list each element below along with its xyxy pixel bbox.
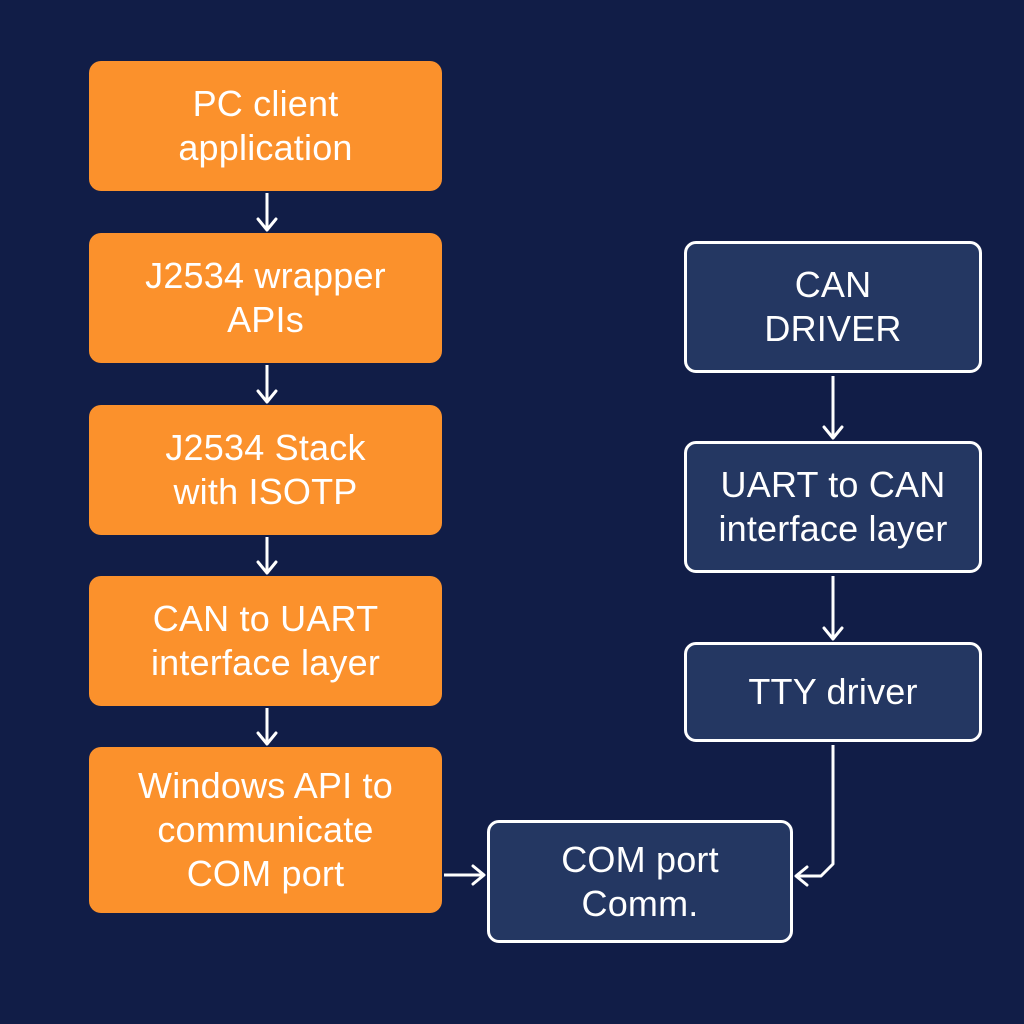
node-label-line: communicate [157,809,374,850]
arrowhead-icon [256,731,278,746]
edge-can-driver-to-uart-to-can-interface-layer [822,376,844,440]
node-label-line: CAN [794,264,872,305]
node-pc-client-application: PC client application [89,61,442,191]
edge-tty-driver-to-com-port-comm [794,745,835,887]
node-j2534-wrapper-apis: J2534 wrapper APIs [89,233,442,363]
node-label-line: CAN to UART [152,598,379,639]
node-label-line: PC client [192,83,339,124]
node-com-port-comm: COM port Comm. [487,820,793,943]
node-label-line: J2534 wrapper [145,255,386,296]
edge-can-to-uart-interface-layer-to-windows-api-com-port [256,708,278,746]
arrowhead-icon [256,389,278,404]
arrowhead-icon [471,864,486,886]
node-label-line: TTY driver [748,671,918,712]
connector-line [796,745,835,878]
node-label-line: Windows API to [138,765,393,806]
edge-j2534-wrapper-apis-to-j2534-stack-with-isotp [256,365,278,404]
node-uart-to-can-interface-layer: UART to CAN interface layer [684,441,982,573]
edge-uart-to-can-interface-layer-to-tty-driver [822,576,844,641]
node-j2534-stack-with-isotp: J2534 Stack with ISOTP [89,405,442,535]
node-label-line: J2534 Stack [165,427,366,468]
node-label-line: interface layer [718,508,948,549]
arrowhead-icon [822,425,844,440]
node-windows-api-com-port: Windows API to communicate COM port [89,747,442,913]
node-can-to-uart-interface-layer: CAN to UART interface layer [89,576,442,706]
node-label-line: COM port [186,853,345,894]
node-tty-driver: TTY driver [684,642,982,742]
node-can-driver: CAN DRIVER [684,241,982,373]
node-label-line: with ISOTP [173,471,358,512]
arrowhead-icon [256,560,278,575]
node-label-line: COM port [561,838,719,880]
node-label-line: APIs [227,299,304,340]
node-label-line: DRIVER [764,308,902,349]
node-label-line: application [178,127,353,168]
node-label-line: Comm. [581,882,699,924]
edge-pc-client-application-to-j2534-wrapper-apis [256,193,278,232]
arrowhead-icon [256,217,278,232]
arrowhead-icon [794,865,809,887]
arrowhead-icon [822,626,844,641]
edge-j2534-stack-with-isotp-to-can-to-uart-interface-layer [256,537,278,575]
node-label-line: UART to CAN [720,464,946,505]
edge-windows-api-com-port-to-com-port-comm [444,864,486,886]
node-label-line: interface layer [150,642,381,683]
